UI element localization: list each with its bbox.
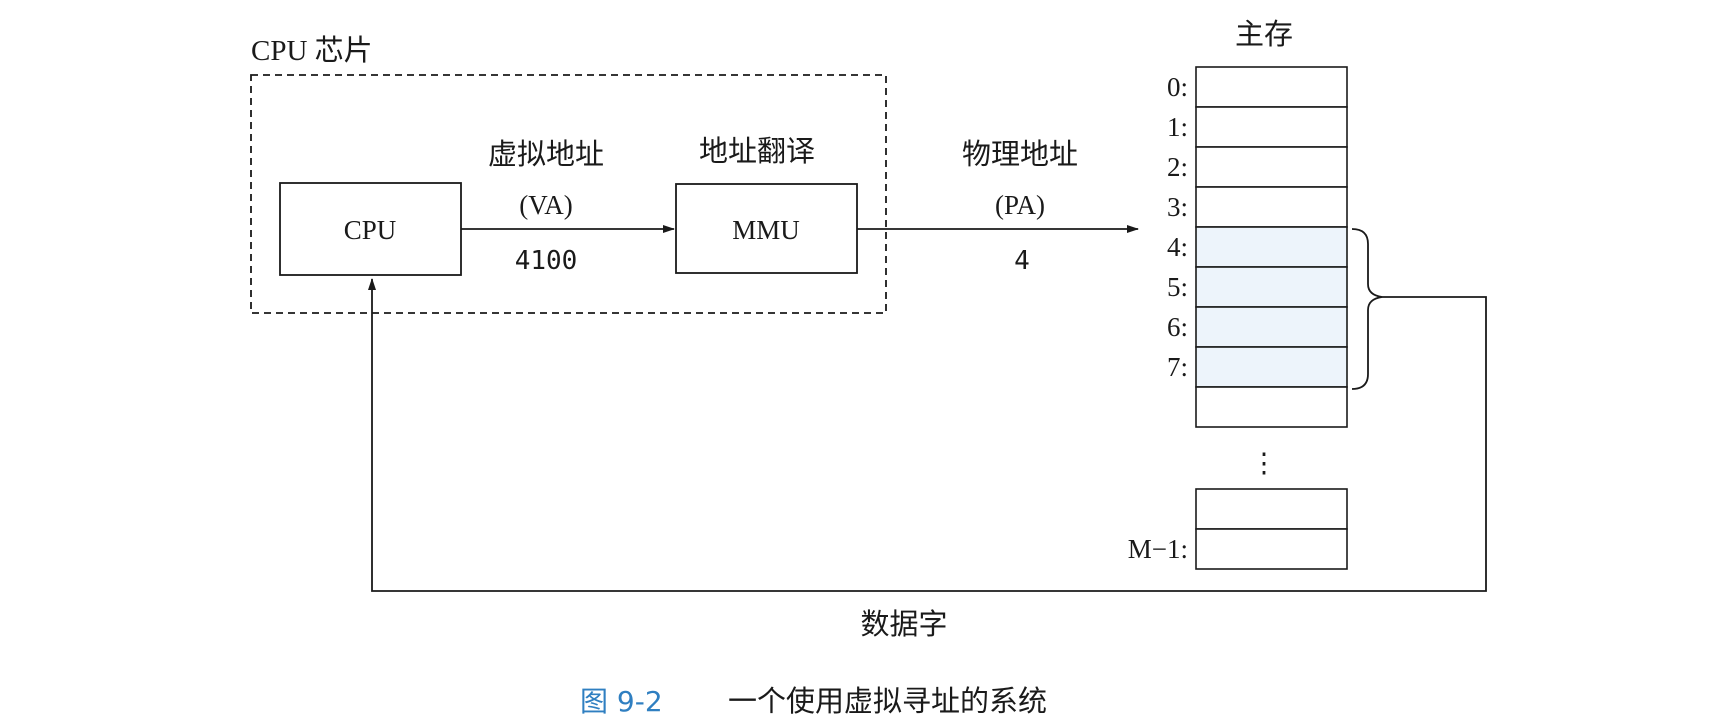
memory-cell — [1195, 106, 1348, 148]
memory-cell — [1195, 146, 1348, 188]
memory-cell — [1195, 226, 1348, 268]
memory-address-label: 7: — [1167, 352, 1188, 382]
memory-address-label: 0: — [1167, 72, 1188, 102]
data-word-brace — [1351, 228, 1383, 390]
figure-caption: 一个使用虚拟寻址的系统 — [728, 685, 1047, 718]
memory-cell — [1195, 186, 1348, 228]
memory-address-label: 6: — [1167, 312, 1188, 342]
virtual-address-abbr: (VA) — [519, 190, 573, 220]
figure-number: 图 9-2 — [580, 685, 663, 718]
cpu-label: CPU — [344, 215, 397, 245]
memory-address-label: 3: — [1167, 192, 1188, 222]
memory-cell — [1195, 306, 1348, 348]
virtual-address-value: 4100 — [515, 246, 578, 276]
memory-address-label: 4: — [1167, 232, 1188, 262]
physical-address-abbr: (PA) — [995, 190, 1045, 220]
memory-address-label: 5: — [1167, 272, 1188, 302]
mmu-box — [675, 183, 858, 274]
memory-cell — [1195, 66, 1348, 108]
cpu-chip-boundary — [250, 74, 887, 314]
physical-address-label: 物理地址 — [962, 138, 1078, 171]
memory-address-label: 1: — [1167, 112, 1188, 142]
data-word-return-line — [368, 278, 1487, 592]
memory-cell — [1195, 528, 1348, 570]
memory-cell — [1195, 386, 1348, 428]
main-memory: 0: 1: 2: 3: 4: 5: 6: 7: — [1167, 66, 1348, 428]
data-word-label: 数据字 — [860, 608, 947, 641]
memory-address-label: M−1: — [1128, 534, 1188, 564]
main-memory-title: 主存 — [1235, 18, 1293, 51]
physical-address-value: 4 — [1014, 246, 1030, 276]
main-memory-tail: M−1: — [1128, 488, 1348, 570]
memory-cell — [1195, 346, 1348, 388]
memory-ellipsis: ⋮ — [1251, 448, 1278, 478]
memory-cell — [1195, 266, 1348, 308]
mmu-label: MMU — [732, 215, 800, 245]
address-translation-label: 地址翻译 — [699, 135, 815, 168]
memory-cell — [1195, 488, 1348, 530]
virtual-address-label: 虚拟地址 — [488, 138, 604, 171]
memory-address-label: 2: — [1167, 152, 1188, 182]
cpu-chip-label: CPU 芯片 — [251, 34, 373, 67]
